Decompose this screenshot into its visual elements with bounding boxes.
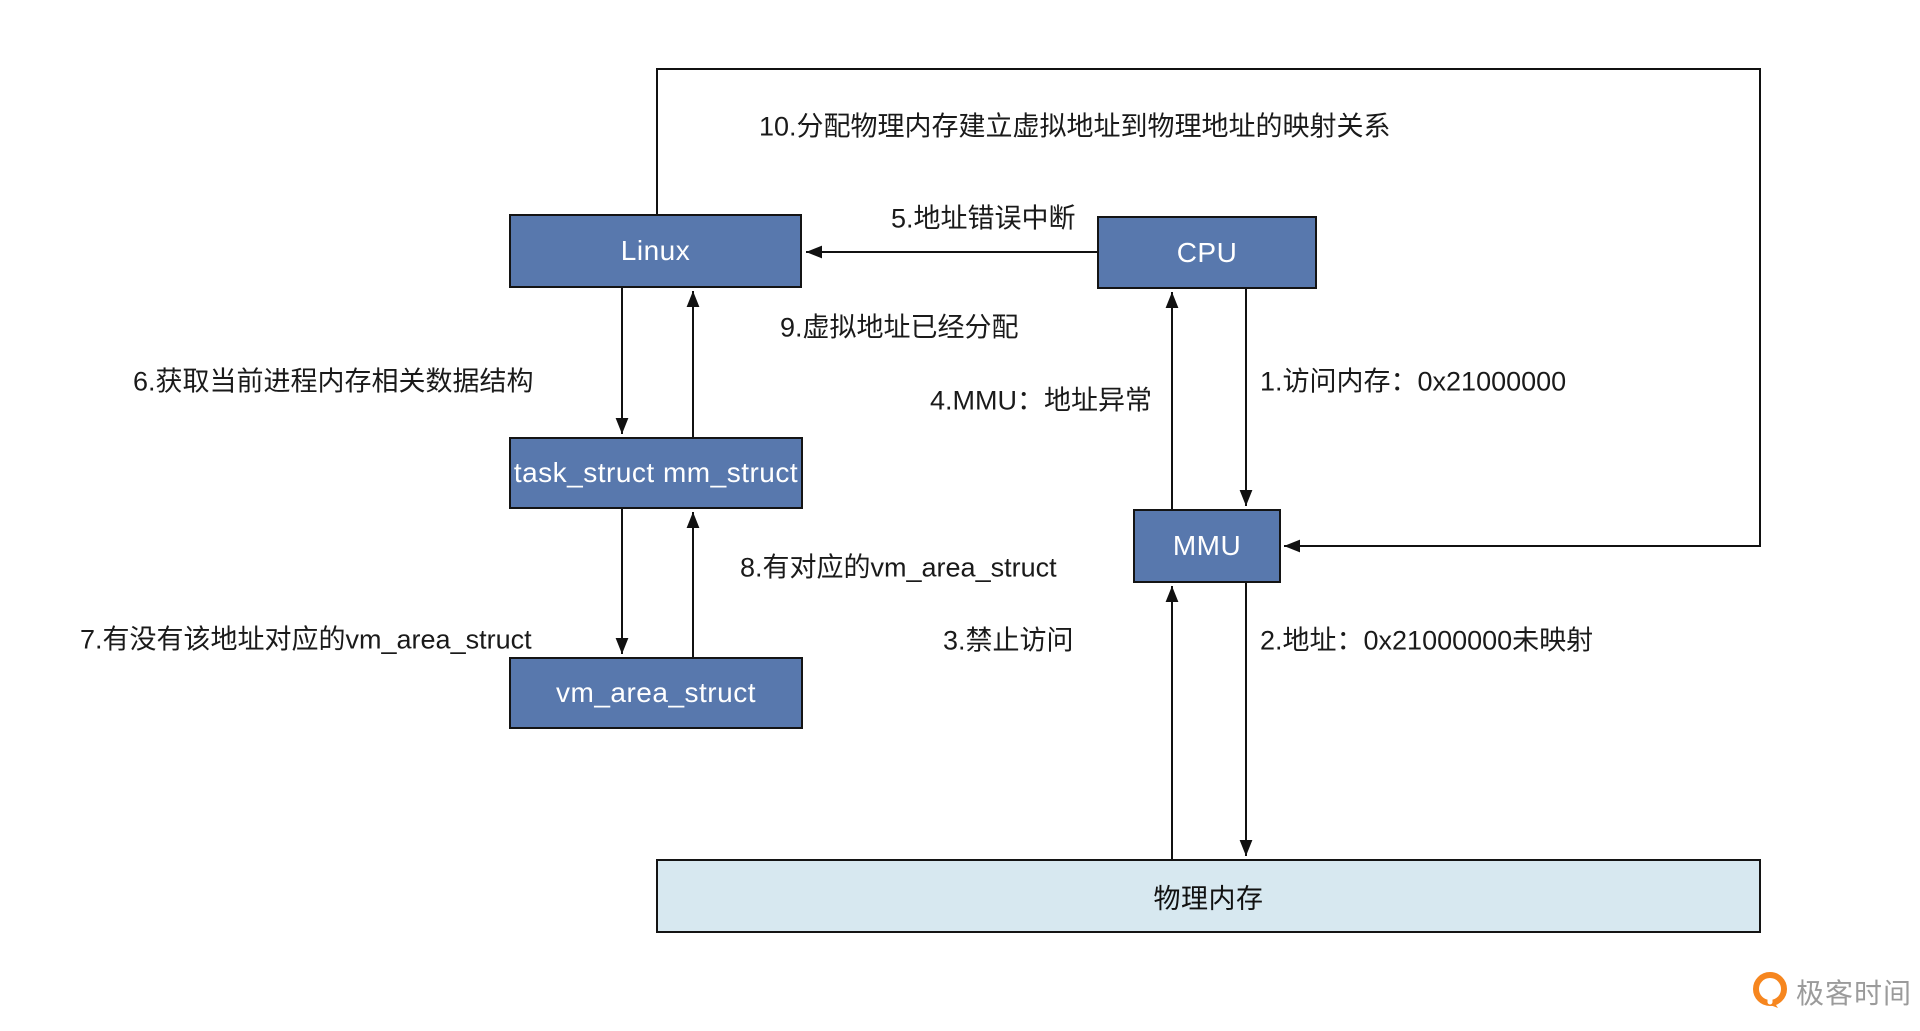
- geektime-logo-icon: [1752, 972, 1788, 1012]
- edge-label-step4: 4.MMU：地址异常: [930, 385, 1152, 416]
- vm-area-struct-node: vm_area_struct: [509, 657, 803, 729]
- linux-node: Linux: [509, 214, 802, 288]
- edge-label-step6: 6.获取当前进程内存相关数据结构: [133, 366, 534, 397]
- physical-memory-node: 物理内存: [656, 859, 1761, 933]
- arrow-linux-loop-to-mmu: [656, 68, 1761, 553]
- geektime-logo-text: 极客时间: [1796, 978, 1913, 1009]
- edge-label-step7: 7.有没有该地址对应的vm_area_struct: [80, 624, 532, 655]
- task-struct-node: task_struct mm_struct: [509, 437, 803, 509]
- edge-label-step3: 3.禁止访问: [943, 625, 1074, 656]
- mmu-node: MMU: [1133, 509, 1281, 583]
- edge-label-step9: 9.虚拟地址已经分配: [780, 312, 1019, 343]
- cpu-node: CPU: [1097, 216, 1317, 289]
- edge-label-step5: 5.地址错误中断: [891, 203, 1076, 234]
- edge-label-step10: 10.分配物理内存建立虚拟地址到物理地址的映射关系: [759, 111, 1391, 142]
- edge-label-step8: 8.有对应的vm_area_struct: [740, 552, 1057, 583]
- geektime-watermark: 极客时间: [1752, 972, 1912, 1012]
- edge-label-step2: 2.地址：0x21000000未映射: [1260, 625, 1594, 656]
- edge-label-step1: 1.访问内存：0x21000000: [1260, 366, 1567, 397]
